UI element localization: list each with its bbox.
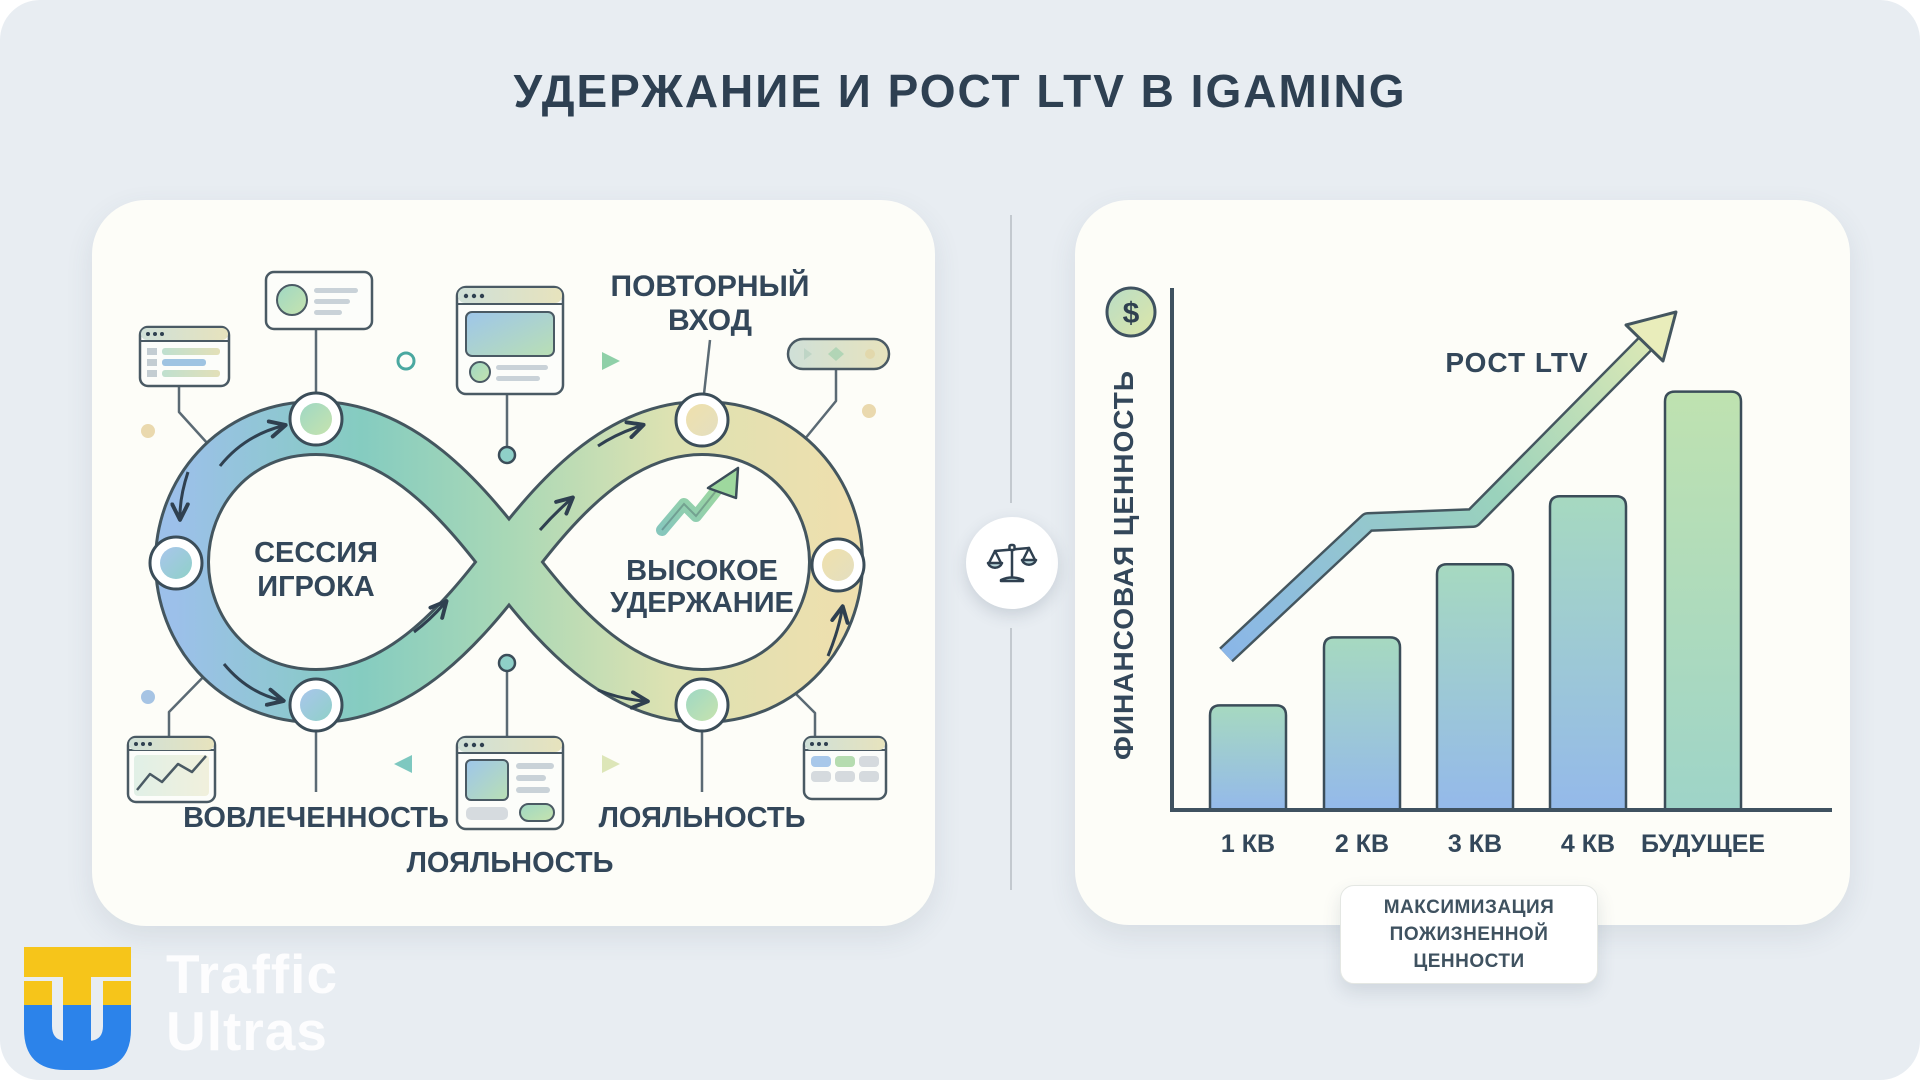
brand-logo [24,947,131,1075]
balance-badge [966,517,1058,609]
dollar-coin-icon: $ [1105,286,1157,338]
node-session-start [288,391,344,447]
node-right [810,537,866,593]
retention-loop-diagram: СЕССИЯ ИГРОКА ВЫСОКОЕ УДЕРЖАНИЕ ПОВТОРНЫ… [126,269,891,879]
bar-q2 [1322,636,1402,812]
browser-list-icon [138,325,231,388]
node-left [148,535,204,591]
connector-dot [497,445,517,465]
tick-q4: 4 КВ [1561,830,1615,858]
tick-q3: 3 КВ [1448,830,1502,858]
x-axis-tick-labels: 1 КВ 2 КВ 3 КВ 4 КВ БУДУЩЕЕ [1221,830,1765,858]
brand-logo-text: Traffic Ultras [166,946,338,1060]
bar-q3 [1435,562,1515,812]
label-engagement: ВОВЛЕЧЕННОСТЬ [183,802,449,834]
ltv-trend-arrow [1219,310,1678,663]
label-retention-line1: ВЫСОКОЕ [626,555,778,587]
node-loyalty [674,677,730,733]
tick-q1: 1 КВ [1221,830,1275,858]
browser-media-icon [455,285,565,396]
callout-line: ПОЖИЗНЕННОЙ [1389,924,1549,945]
bar-q1 [1208,704,1288,812]
node-engagement [288,677,344,733]
label-session-line2: ИГРОКА [257,571,375,603]
flow-arrows [170,419,850,710]
callout-line: ЦЕННОСТИ [1413,951,1525,972]
divider-line-top [1010,215,1012,503]
page-title: УДЕРЖАНИЕ И РОСТ LTV В IGAMING [513,65,1407,117]
brand-name-line2: Ultras [166,1000,328,1062]
scales-icon [986,543,1038,583]
bar-future [1663,390,1743,812]
divider-line-bottom [1010,628,1012,890]
profile-card-icon [264,270,374,331]
loop-nodes [148,391,866,733]
decorations [141,351,876,773]
bar-q4 [1548,494,1628,812]
ltv-chart-panel: $ ФИНАНСОВАЯ ЦЕННОСТЬ РОСТ LTV 1 КВ 2 КВ… [1075,200,1850,925]
tu-logo-icon [24,947,131,1070]
growth-zigzag-icon [656,466,740,536]
brand-name-line1: Traffic [166,943,339,1005]
ltv-maximization-callout: МАКСИМИЗАЦИЯ ПОЖИЗНЕННОЙ ЦЕННОСТИ [1340,885,1598,984]
y-axis-label: ФИНАНСОВАЯ ЦЕННОСТЬ [1108,370,1139,760]
browser-content-icon [455,735,565,831]
ltv-growth-chart: $ ФИНАНСОВАЯ ЦЕННОСТЬ РОСТ LTV 1 КВ 2 КВ… [1105,286,1832,858]
browser-grid-icon [802,735,888,801]
connector-dot [497,653,517,673]
node-reentry [674,392,730,448]
browser-analytics-icon [126,735,217,804]
callout-line: МАКСИМИЗАЦИЯ [1383,897,1555,918]
retention-loop-panel: СЕССИЯ ИГРОКА ВЫСОКОЕ УДЕРЖАНИЕ ПОВТОРНЫ… [92,200,935,926]
tick-q2: 2 КВ [1335,830,1389,858]
label-reentry-line2: ВХОД [668,304,752,337]
bar-series [1208,390,1743,812]
label-session-line1: СЕССИЯ [254,537,378,569]
chart-axes [1170,288,1832,812]
label-loyalty-center: ЛОЯЛЬНОСТЬ [407,847,614,879]
pill-capsule-icon [786,337,891,371]
label-retention-line2: УДЕРЖАНИЕ [610,587,794,619]
growth-label: РОСТ LTV [1445,347,1588,378]
label-loyalty-right: ЛОЯЛЬНОСТЬ [599,802,806,834]
label-reentry-line1: ПОВТОРНЫЙ [611,269,810,303]
svg-text:$: $ [1123,297,1140,330]
connector-lines [167,329,838,792]
infinity-loop [153,399,865,725]
tick-future: БУДУЩЕЕ [1641,830,1765,858]
